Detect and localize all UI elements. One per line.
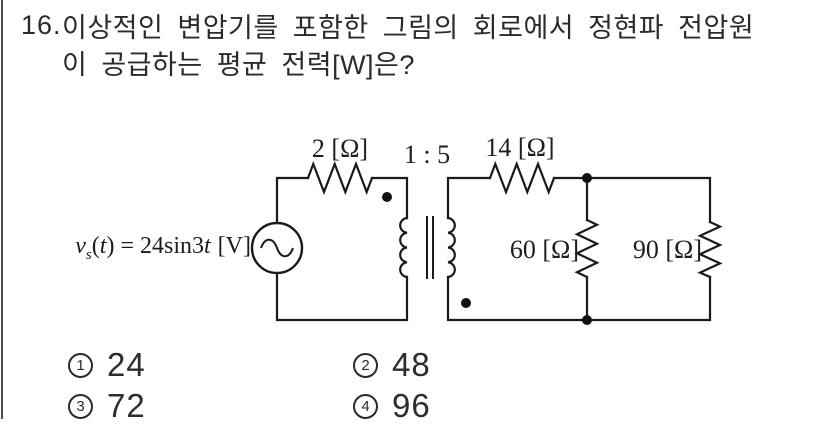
voltage-source-symbol [250,221,304,275]
junction-dot-bottom [582,315,592,325]
source-voltage-label: vs(t)=24sin3t[V] [16,233,251,264]
source-var-sub: s [85,246,92,263]
answer-option-3[interactable]: 3 72 [68,387,146,425]
primary-loop-wire [275,176,409,322]
label-turns-ratio: 1 : 5 [404,140,450,169]
time-var: t [99,233,107,259]
paren-close: ) [106,233,115,259]
option-4-value: 96 [392,387,431,424]
transformer-secondary-winding [446,216,456,279]
option-1-value: 24 [107,346,146,383]
label-resistor-2ohm: 2 [Ω] [312,134,368,163]
polarity-dot-secondary [461,298,471,308]
option-4-circled-number: 4 [353,393,378,419]
label-resistor-90ohm: 90 [Ω] [633,235,702,264]
option-2-value: 48 [392,346,431,383]
label-resistor-14ohm: 14 [Ω] [485,133,554,162]
column-divider [1,0,3,419]
answer-option-2[interactable]: 2 48 [353,346,431,384]
option-3-value: 72 [107,387,146,424]
resistor-90ohm [697,220,723,279]
option-2-circled-number: 2 [353,352,378,378]
label-resistor-60ohm: 60 [Ω] [510,235,579,264]
equals-sign: = [120,233,134,259]
answer-option-4[interactable]: 4 96 [353,387,431,425]
junction-dot-top [582,173,592,183]
secondary-loop-wire [446,176,712,322]
question-line-2: 이 공급하는 평균 전력[W]은? [62,50,415,80]
option-1-circled-number: 1 [68,352,93,378]
paren-open: ( [91,233,100,259]
transformer-primary-winding [399,216,409,279]
sine-wave-icon [260,238,294,258]
question-text: 이상적인 변압기를 포함한 그림의 회로에서 정현파 전압원 이 공급하는 평균… [62,10,754,84]
resistor-60ohm [574,218,600,279]
answer-option-1[interactable]: 1 24 [68,346,146,384]
resistor-2ohm [306,160,374,196]
polarity-dot-primary [382,192,392,202]
source-var: v [75,233,86,259]
resistor-14ohm [488,160,556,196]
circuit-diagram: 2 [Ω] 1 : 5 14 [Ω] 60 [Ω] 90 [Ω] [250,133,723,325]
question-line-1: 이상적인 변압기를 포함한 그림의 회로에서 정현파 전압원 [62,13,755,43]
voltage-unit: [V] [217,233,251,259]
option-3-circled-number: 3 [68,393,93,419]
source-expression: 24sin3 [139,233,204,259]
source-expression-var: t [204,233,211,259]
question-number: 16. [21,10,62,40]
